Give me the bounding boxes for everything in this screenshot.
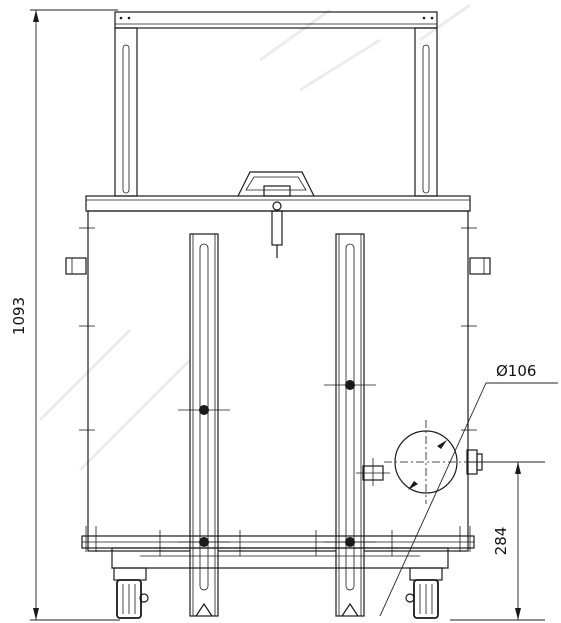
tank-body — [65, 210, 491, 552]
outlet-diameter-dimension: Ø106 — [379, 362, 558, 617]
latch-icon — [263, 185, 291, 258]
lid — [85, 195, 471, 212]
outlet-height-dimension: 284 — [450, 461, 545, 621]
caster-wheel-icon — [405, 567, 443, 619]
outlet-diameter-label: Ø106 — [496, 362, 536, 380]
overall-height-label: 1093 — [10, 297, 28, 335]
handle-icon — [237, 171, 315, 197]
left-rail — [178, 233, 230, 617]
outlet-height-label: 284 — [492, 527, 510, 556]
right-rail — [324, 233, 376, 617]
overall-height-dimension: 1093 — [10, 9, 120, 621]
outlet-port-icon — [356, 420, 483, 504]
base-chassis — [81, 526, 475, 569]
upper-frame — [114, 11, 438, 197]
watermark — [38, 3, 471, 472]
caster-wheel-icon — [113, 567, 149, 619]
